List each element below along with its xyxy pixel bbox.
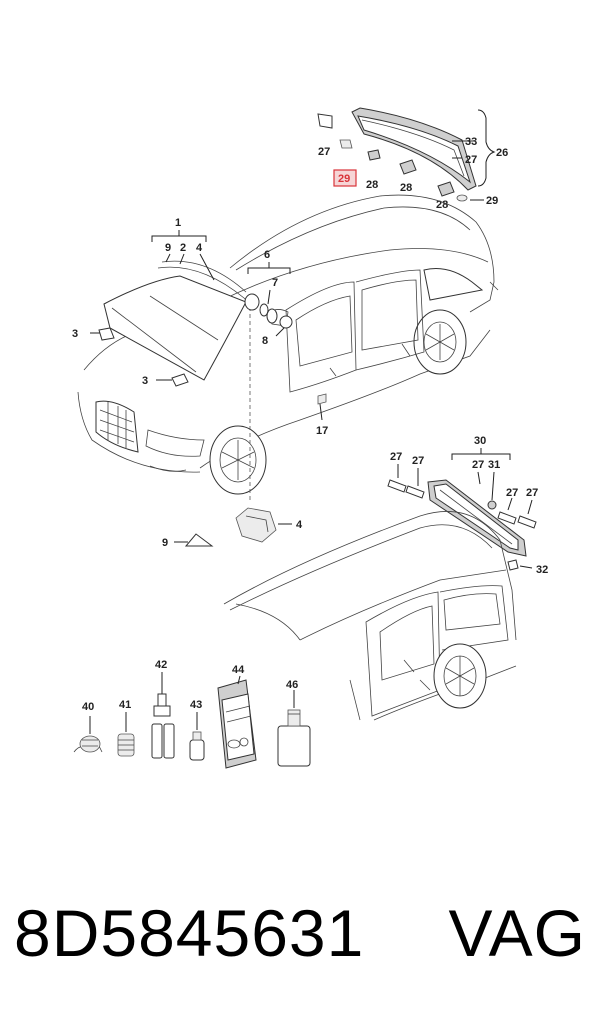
- tube-42-b: [163, 723, 175, 759]
- glass-seal-piece-27: [317, 113, 333, 129]
- windshield-parts: [90, 230, 323, 421]
- gasket-7: [259, 303, 269, 317]
- nut-31: [487, 500, 497, 510]
- rear-window-assembly: [387, 448, 537, 571]
- rear-side-window-assembly: [317, 107, 496, 202]
- callout-27[interactable]: 27: [472, 459, 484, 471]
- bracket-3-a: [98, 327, 115, 341]
- strip-27-b: [405, 485, 425, 499]
- ring-7: [266, 308, 278, 324]
- strip-27-c: [497, 511, 517, 525]
- callout-41[interactable]: 41: [119, 699, 131, 711]
- callout-44[interactable]: 44: [232, 664, 245, 676]
- callout-3[interactable]: 3: [142, 375, 148, 387]
- callout-32[interactable]: 32: [536, 564, 548, 576]
- callout-2[interactable]: 2: [180, 242, 186, 254]
- callout-28[interactable]: 28: [436, 199, 448, 211]
- small-parts: [73, 672, 311, 769]
- callout-28[interactable]: 28: [400, 182, 412, 194]
- callout-28[interactable]: 28: [366, 179, 378, 191]
- callout-30[interactable]: 30: [474, 435, 486, 447]
- callout-27[interactable]: 27: [318, 146, 330, 158]
- tube-42-a: [151, 723, 163, 759]
- callout-29-highlighted[interactable]: 29: [338, 173, 350, 185]
- sensor-housing: [244, 293, 260, 311]
- clip-29-right: [456, 194, 468, 202]
- cover-8: [279, 315, 293, 329]
- callout-6[interactable]: 6: [264, 249, 270, 261]
- callout-33[interactable]: 33: [465, 136, 477, 148]
- callout-26[interactable]: 26: [496, 147, 508, 159]
- callout-7[interactable]: 7: [272, 277, 278, 289]
- callout-27[interactable]: 27: [390, 451, 402, 463]
- clip-28-b: [399, 159, 417, 175]
- grille: [95, 400, 139, 453]
- callout-31[interactable]: 31: [488, 459, 500, 471]
- can-46: [277, 725, 311, 767]
- spring-40: [79, 735, 101, 753]
- sedan-car-drawing: [77, 194, 499, 500]
- callout-29[interactable]: 29: [486, 195, 498, 207]
- windshield: [103, 275, 247, 381]
- cover-9: [184, 533, 214, 547]
- callout-40[interactable]: 40: [82, 701, 94, 713]
- callout-27[interactable]: 27: [465, 154, 477, 166]
- strip-27-d: [517, 515, 537, 529]
- mirror-bracket-parts: [174, 507, 292, 547]
- clip-28-c: [437, 181, 455, 197]
- callout-8[interactable]: 8: [262, 335, 268, 347]
- callout-29-highlight[interactable]: 29: [333, 169, 357, 187]
- parts-diagram: 27 29 28 28 28 29 33 27 26: [72, 107, 548, 769]
- callout-1[interactable]: 1: [175, 217, 181, 229]
- brand-label: VAG: [448, 896, 586, 970]
- clip-28-a: [367, 149, 381, 161]
- callout-43[interactable]: 43: [190, 699, 202, 711]
- bottle-43: [189, 739, 205, 761]
- mirror-bracket-4: [235, 507, 277, 543]
- callout-17[interactable]: 17: [316, 425, 328, 437]
- wagon-car-drawing: [223, 511, 517, 721]
- bracket-3-b: [171, 373, 189, 387]
- part-number: 8D5845631: [14, 896, 365, 970]
- strip-27-a: [387, 479, 407, 493]
- callout-9[interactable]: 9: [162, 537, 168, 549]
- callout-9[interactable]: 9: [165, 242, 171, 254]
- callout-4[interactable]: 4: [296, 519, 303, 531]
- callout-27[interactable]: 27: [526, 487, 538, 499]
- door-clip-17: [317, 393, 327, 405]
- clip-29-top: [339, 139, 353, 149]
- bottle-43-cap: [192, 731, 202, 741]
- callout-4[interactable]: 4: [196, 242, 203, 254]
- callout-27[interactable]: 27: [412, 455, 424, 467]
- nozzle-42: [157, 693, 167, 707]
- can-46-cap: [287, 709, 301, 727]
- clip-32: [507, 559, 519, 571]
- callout-3[interactable]: 3: [72, 328, 78, 340]
- callout-46[interactable]: 46: [286, 679, 298, 691]
- callout-42[interactable]: 42: [155, 659, 167, 671]
- callout-27[interactable]: 27: [506, 487, 518, 499]
